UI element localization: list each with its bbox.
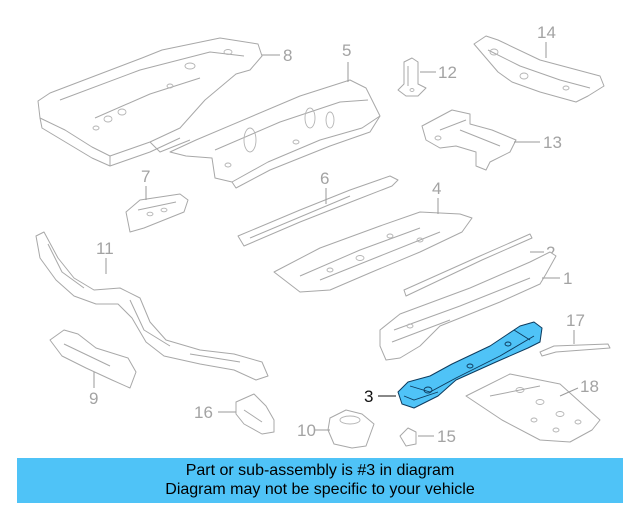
callout-17[interactable]: 17 bbox=[566, 311, 585, 330]
callout-6[interactable]: 6 bbox=[320, 169, 329, 188]
banner-line-1: Part or sub-assembly is #3 in diagram bbox=[185, 462, 455, 479]
part-5-center-floor[interactable] bbox=[169, 79, 381, 189]
part-2-rail[interactable] bbox=[403, 233, 533, 297]
part-9-lower-panel[interactable] bbox=[49, 329, 137, 389]
callout-1[interactable]: 1 bbox=[563, 269, 572, 288]
part-13-crossmember[interactable] bbox=[421, 109, 517, 171]
part-4-floor-panel[interactable] bbox=[273, 211, 473, 293]
callout-3[interactable]: 3 bbox=[364, 387, 373, 406]
part-11-long-rail[interactable] bbox=[35, 231, 269, 381]
callout-10[interactable]: 10 bbox=[297, 421, 316, 440]
part-15-small-bracket[interactable] bbox=[399, 427, 417, 447]
callout-16[interactable]: 16 bbox=[194, 403, 213, 422]
callout-8[interactable]: 8 bbox=[283, 46, 292, 65]
part-18-rear-floor[interactable] bbox=[465, 373, 601, 443]
callout-12[interactable]: 12 bbox=[438, 63, 457, 82]
banner-line-2: Diagram may not be specific to your vehi… bbox=[165, 481, 475, 498]
part-6-reinforcement[interactable] bbox=[237, 175, 399, 247]
part-3-highlighted[interactable] bbox=[397, 321, 543, 409]
callout-14[interactable]: 14 bbox=[537, 23, 556, 42]
callout-15[interactable]: 15 bbox=[437, 427, 456, 446]
callout-18[interactable]: 18 bbox=[580, 377, 599, 396]
callout-11[interactable]: 11 bbox=[96, 239, 114, 258]
part-10-cup[interactable] bbox=[327, 409, 375, 449]
part-17-trim-strip[interactable] bbox=[539, 343, 611, 357]
callout-13[interactable]: 13 bbox=[543, 133, 562, 152]
part-8-floor-pan[interactable] bbox=[37, 37, 263, 167]
part-7-bracket[interactable] bbox=[125, 193, 189, 233]
part-12-bracket[interactable] bbox=[397, 57, 427, 97]
callout-5[interactable]: 5 bbox=[342, 41, 351, 60]
part-16-bracket[interactable] bbox=[235, 393, 275, 435]
part-1-rocker[interactable] bbox=[379, 251, 557, 361]
callout-4[interactable]: 4 bbox=[432, 179, 441, 198]
callout-9[interactable]: 9 bbox=[89, 389, 98, 408]
callout-7[interactable]: 7 bbox=[141, 167, 150, 186]
info-banner: Part or sub-assembly is #3 in diagram Di… bbox=[17, 458, 623, 503]
part-14-rear-rail[interactable] bbox=[473, 35, 605, 103]
leader-18 bbox=[559, 387, 579, 397]
